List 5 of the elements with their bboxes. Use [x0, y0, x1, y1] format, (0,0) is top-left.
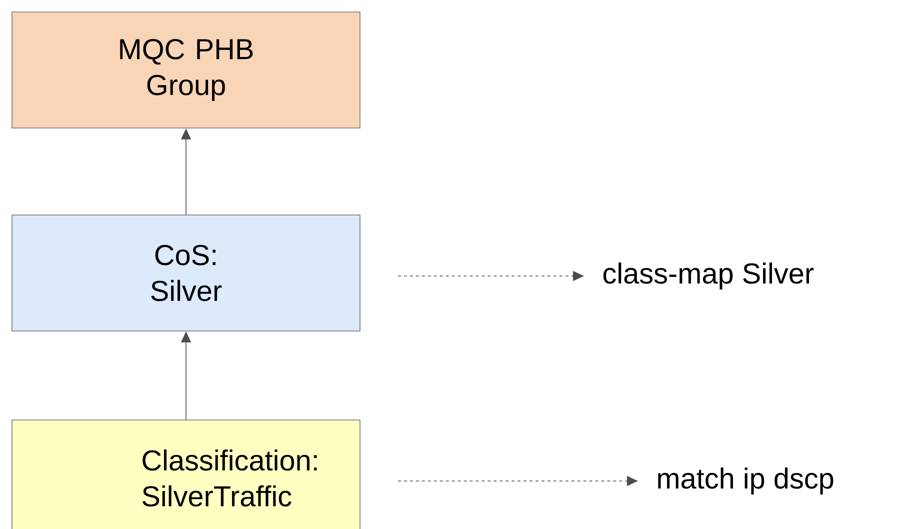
- process-box: MQC PHB Group: [12, 12, 360, 128]
- process-box: CoS: Silver: [12, 214, 360, 332]
- process-box: Classification: SilverTraffic: [12, 420, 360, 529]
- label-text: match ip dscp: [658, 468, 834, 494]
- label-text: class-map Silver: [603, 262, 814, 290]
